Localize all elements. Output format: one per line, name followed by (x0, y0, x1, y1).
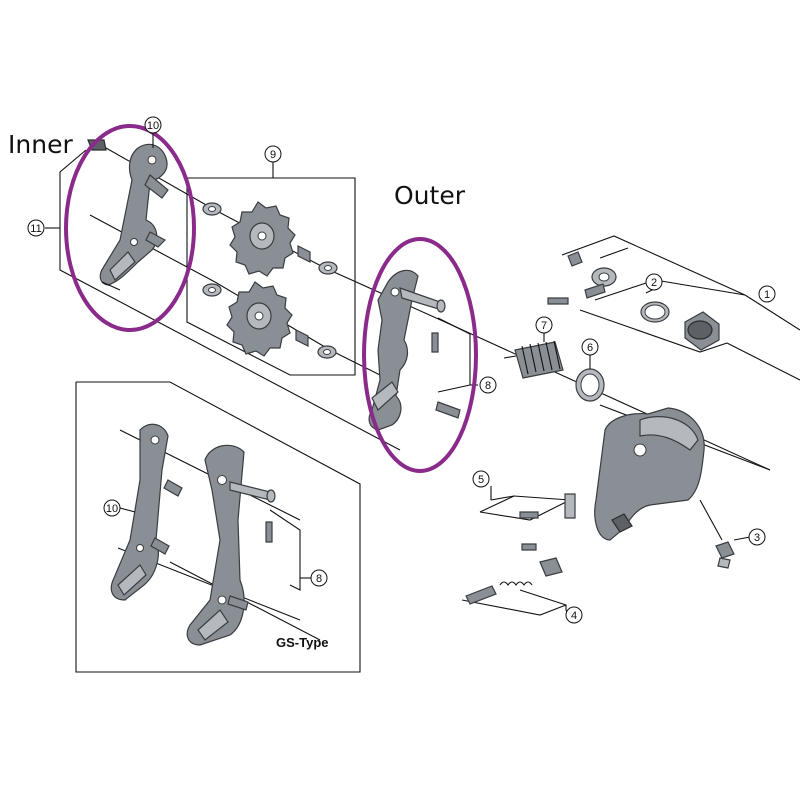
outer-highlight (362, 237, 478, 473)
b-tension-assembly (547, 235, 800, 381)
svg-text:8: 8 (485, 380, 491, 392)
svg-text:9: 9 (270, 149, 276, 161)
callout-3: 3 (733, 528, 766, 546)
callout-10: 10 (144, 116, 162, 148)
callout-4: 4 (565, 606, 583, 624)
svg-text:6: 6 (587, 342, 593, 354)
callout-9: 9 (264, 145, 282, 163)
svg-text:10: 10 (106, 503, 118, 515)
inner-highlight (64, 124, 196, 332)
callout-10-gs: 10 (103, 499, 136, 517)
upper-pulley (202, 201, 338, 277)
svg-text:10: 10 (147, 120, 159, 132)
derailleur-body (594, 404, 771, 569)
outer-cage-plate (368, 269, 461, 431)
svg-text:8: 8 (316, 573, 322, 585)
callout-6: 6 (581, 338, 599, 369)
callout-2: 2 (645, 273, 663, 294)
pulley-set-box (186, 162, 356, 376)
svg-text:11: 11 (30, 223, 41, 235)
callout-11: 11 (27, 219, 45, 237)
bracket-8 (437, 317, 478, 393)
inner-label: Inner (8, 130, 73, 159)
svg-text:4: 4 (571, 610, 577, 622)
svg-text:1: 1 (764, 289, 770, 301)
svg-text:5: 5 (478, 474, 484, 486)
lower-pulley (202, 281, 337, 359)
screws-5 (479, 486, 576, 551)
svg-text:7: 7 (541, 320, 547, 332)
callout-8: 8 (479, 376, 497, 394)
ring-6 (575, 368, 605, 402)
gs-type-label: GS-Type (276, 635, 329, 650)
callout-8-gs: 8 (300, 569, 328, 587)
callout-7: 7 (535, 316, 553, 342)
callout-1: 1 (758, 285, 776, 303)
svg-text:2: 2 (651, 277, 657, 289)
svg-text:3: 3 (754, 532, 760, 544)
spring-7 (503, 340, 564, 379)
gs-type-inset (75, 381, 361, 673)
bracket-11 (45, 149, 401, 451)
inner-cage-plate (87, 139, 169, 291)
callout-5: 5 (472, 470, 490, 488)
outer-label: Outer (394, 181, 465, 210)
adjuster-4 (461, 557, 567, 616)
